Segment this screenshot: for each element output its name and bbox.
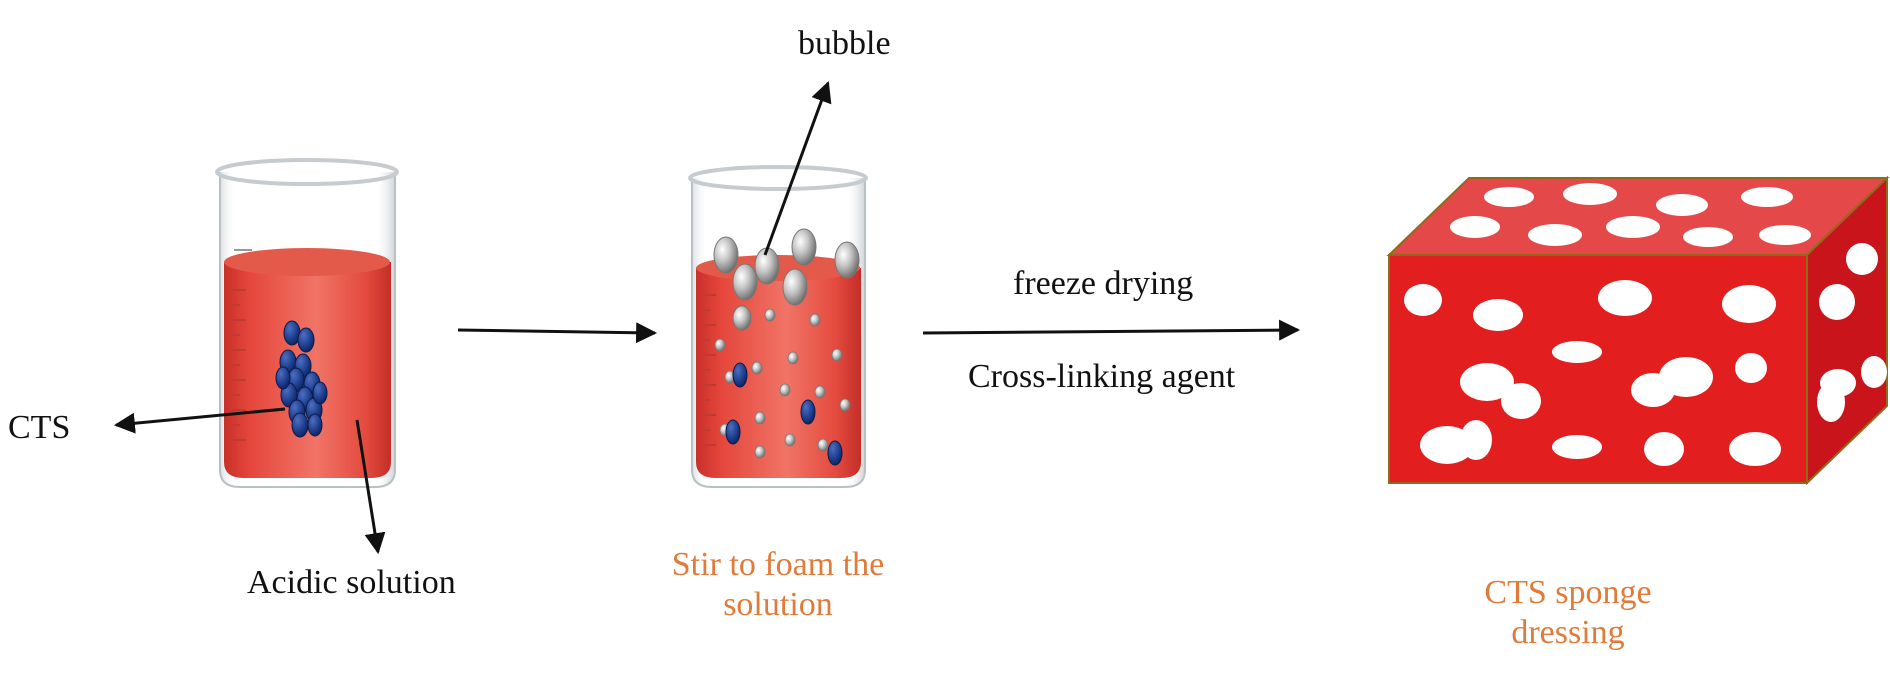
stir-caption-line1: Stir to foam the — [671, 546, 885, 583]
freeze-drying-label: freeze drying — [1013, 265, 1194, 302]
beaker1-rim — [215, 158, 399, 186]
stir-caption-line2: solution — [723, 586, 833, 623]
cts-particle-cluster — [275, 320, 328, 438]
sponge-caption-line2: dressing — [1511, 614, 1625, 651]
beaker1-solution-surface — [224, 248, 390, 276]
cts-label: CTS — [8, 409, 71, 446]
sponge-pores-side — [1817, 243, 1887, 422]
step2-arrow — [922, 319, 1301, 341]
cross-linking-agent-label: Cross-linking agent — [968, 358, 1236, 395]
beaker1-ticks — [232, 289, 246, 441]
beaker2-rim — [688, 165, 868, 191]
acidic-solution-arrow — [355, 419, 386, 555]
sponge-block — [1386, 175, 1890, 486]
beaker-acidic — [215, 158, 399, 488]
sponge-caption-line1: CTS sponge — [1484, 574, 1652, 611]
step1-arrow — [457, 322, 658, 344]
bubble-label: bubble — [798, 25, 891, 62]
small-bubbles — [714, 308, 851, 459]
beaker-foam — [688, 165, 868, 488]
cts-arrow — [113, 407, 286, 434]
beaker2-ticks — [703, 294, 716, 446]
foam-bubbles — [713, 228, 860, 331]
stir-caption: Stir to foam the solution — [628, 545, 928, 625]
sponge-pores-front — [1404, 280, 1781, 466]
acidic-solution-label: Acidic solution — [247, 564, 456, 601]
cts-particles-dispersed — [725, 362, 843, 466]
sponge-caption: CTS sponge dressing — [1418, 573, 1718, 653]
bubble-arrow — [763, 81, 832, 256]
sponge-pores-top — [1450, 183, 1811, 247]
